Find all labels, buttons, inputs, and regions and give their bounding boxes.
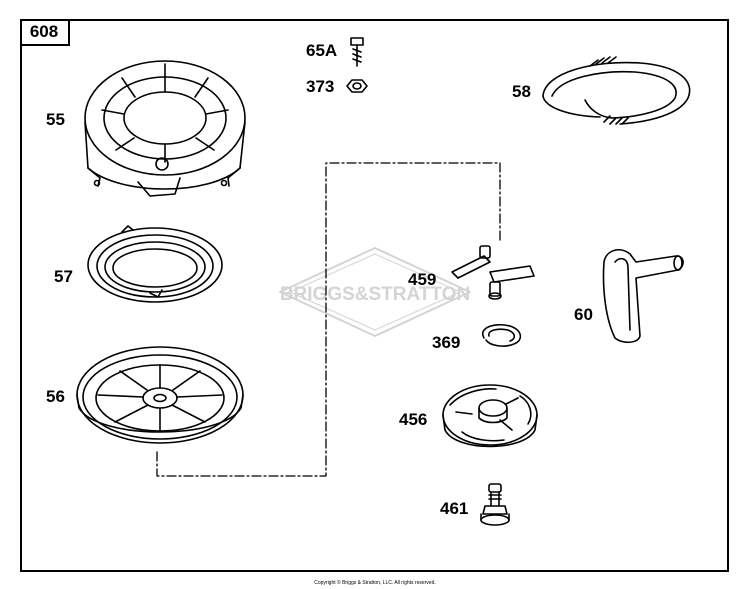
part-label-369[interactable]: 369 xyxy=(432,333,461,352)
part-label-60[interactable]: 60 xyxy=(574,305,593,324)
screw-part-461 xyxy=(480,483,510,526)
part-label-461[interactable]: 461 xyxy=(440,499,469,518)
watermark-logo: BRIGGS&STRATTON xyxy=(279,247,471,337)
pawl-part-459 xyxy=(451,245,535,300)
clip-part-369 xyxy=(481,323,522,347)
pulley-part-56 xyxy=(76,346,244,444)
part-label-456[interactable]: 456 xyxy=(399,410,428,429)
diagram-frame xyxy=(20,19,729,572)
rope-part-58 xyxy=(542,56,691,125)
spring-part-57 xyxy=(87,225,223,303)
part-label-57[interactable]: 57 xyxy=(54,267,73,286)
part-label-56[interactable]: 56 xyxy=(46,387,65,406)
watermark-text: BRIGGS&STRATTON xyxy=(280,284,470,305)
handle-part-60 xyxy=(602,249,684,344)
part-label-55[interactable]: 55 xyxy=(46,110,65,129)
copyright-notice: Copyright © Briggs & Stratton, LLC. All … xyxy=(314,580,436,586)
part-label-65a[interactable]: 65A xyxy=(306,41,338,60)
nut-part-373 xyxy=(346,79,368,93)
diagram-number: 608 xyxy=(20,19,70,46)
housing-part-55 xyxy=(84,60,246,197)
part-label-459[interactable]: 459 xyxy=(408,270,437,289)
screw-part-65a xyxy=(350,37,364,67)
part-label-58[interactable]: 58 xyxy=(512,82,531,101)
ratchet-part-456 xyxy=(442,384,538,448)
part-label-373[interactable]: 373 xyxy=(306,77,335,96)
assembly-bracket-line xyxy=(156,162,501,477)
